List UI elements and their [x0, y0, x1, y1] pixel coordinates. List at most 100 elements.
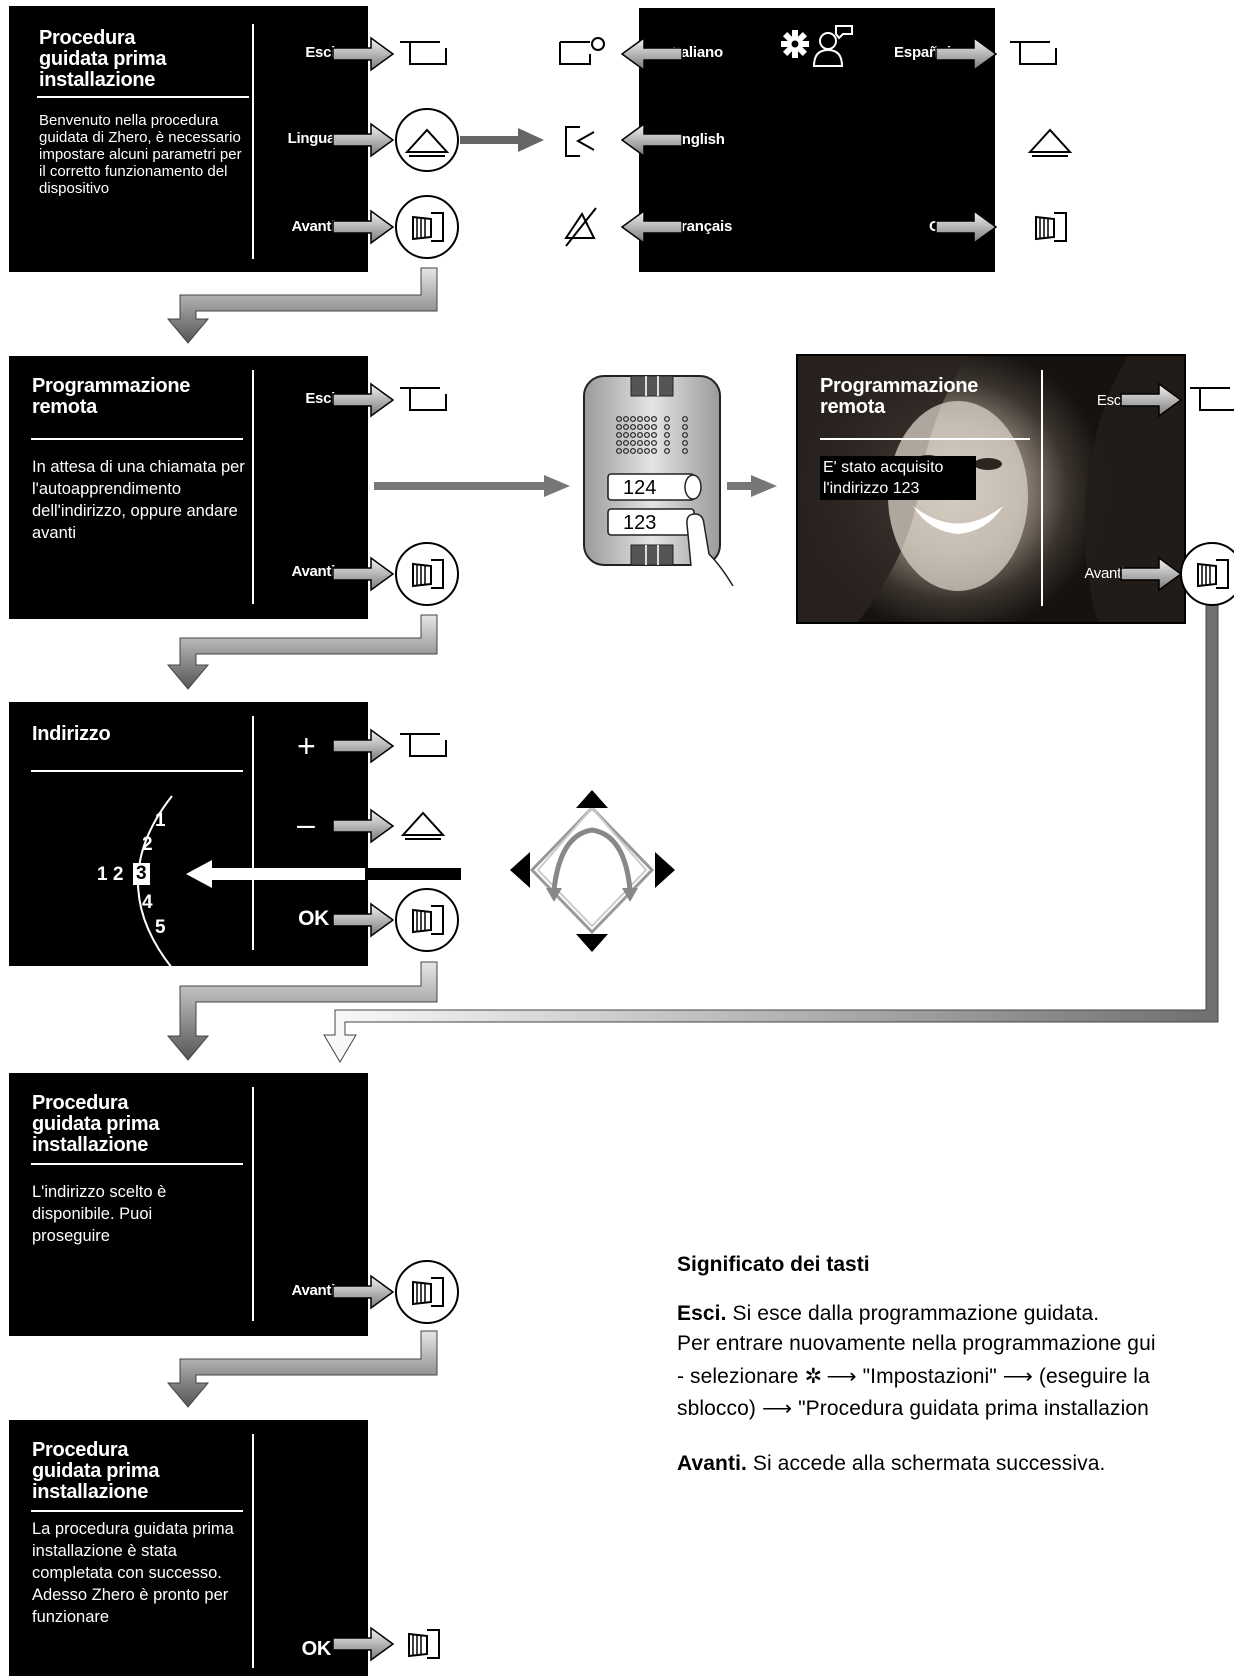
screen-address-acquired: Programmazione remota E' stato acquisito…	[796, 354, 1186, 624]
button-column-divider	[252, 1087, 254, 1321]
next-button-label[interactable]: Avanti	[291, 1282, 336, 1299]
exit-icon	[400, 733, 447, 757]
minus-button-label[interactable]: –	[297, 806, 315, 842]
door-open-icon	[412, 559, 444, 589]
screen-title: Procedura guidata prima installazione	[32, 1092, 160, 1156]
flow-arrow-right	[460, 128, 544, 152]
round-button	[395, 1260, 459, 1324]
ok-button-label[interactable]: OK	[301, 1638, 332, 1660]
wheel-value-5: 5	[155, 917, 166, 938]
screen-language-select: Italiano English Français Español OK	[639, 8, 995, 272]
wheel-value-2: 2	[142, 834, 153, 855]
arrow-right-icon: ⟶	[826, 1365, 857, 1388]
legend-step-unlock: sblocco) ⟶ "Procedura guidata prima inst…	[677, 1396, 1149, 1421]
language-button-label[interactable]: Lingua	[287, 130, 336, 147]
round-button	[395, 195, 459, 259]
screen-body: L'indirizzo scelto è disponibile. Puoi p…	[32, 1183, 167, 1245]
legend-exit-term: Esci.	[677, 1302, 727, 1325]
exit-icon	[1010, 41, 1057, 65]
screen-body: La procedura guidata prima installazione…	[32, 1520, 234, 1626]
door-open-icon	[412, 1277, 444, 1307]
language-english[interactable]: English	[672, 131, 725, 148]
exit-button-label[interactable]: Esci	[305, 390, 335, 407]
screen-body: Benvenuto nella procedura guidata di Zhe…	[39, 112, 242, 197]
language-espanol[interactable]: Español	[894, 44, 951, 61]
bell-mute-icon	[564, 207, 597, 247]
button-column-divider	[252, 24, 254, 259]
exit-icon	[400, 41, 447, 65]
legend-step-select: - selezionare ✲⟶ "Impostazioni" ⟶ (esegu…	[677, 1364, 1150, 1389]
button-column-divider	[252, 370, 254, 604]
button-column-divider	[252, 1434, 254, 1668]
finger-pointer-icon	[686, 513, 734, 586]
flow-arrow-down	[166, 614, 438, 690]
legend-perform-text: (eseguire la	[1032, 1365, 1150, 1388]
title-divider	[31, 438, 243, 440]
bell-icon	[1027, 128, 1073, 157]
round-button	[395, 108, 459, 172]
door-open-icon	[1197, 559, 1229, 589]
door-open-icon	[1035, 212, 1067, 242]
round-button	[1180, 542, 1234, 606]
legend-next: Avanti. Si accede alla schermata success…	[677, 1452, 1105, 1476]
next-button-label[interactable]: Avanti	[291, 218, 336, 235]
door-open-icon	[412, 905, 444, 935]
exit-icon	[400, 387, 447, 411]
screen-remote-programming: Programmazione remota In attesa di una c…	[9, 356, 368, 619]
round-button	[395, 888, 459, 952]
language-italiano[interactable]: Italiano	[672, 44, 723, 61]
exit-button-label[interactable]: Esci	[1096, 392, 1124, 409]
display-icon	[559, 37, 605, 65]
flow-arrow-right	[374, 475, 570, 497]
screen-welcome: Procedura guidata prima installazione Be…	[9, 6, 368, 272]
title-divider	[31, 770, 243, 772]
exit-icon	[1190, 387, 1234, 411]
round-button	[395, 542, 459, 606]
arrow-right-icon: ⟶	[761, 1397, 793, 1420]
flow-arrow-right	[727, 475, 777, 497]
legend-exit: Esci. Si esce dalla programmazione guida…	[677, 1302, 1099, 1326]
plus-button-label[interactable]: +	[297, 728, 316, 764]
screen-title: Programmazione remota	[32, 375, 191, 418]
screen-address: Indirizzo + – OK 1 2 1 2 3 4 5	[9, 702, 368, 969]
address-selected-digit: 3	[133, 863, 150, 885]
legend-next-desc: Si accede alla schermata successiva.	[746, 1452, 1106, 1475]
acquired-message: E' stato acquisito l'indirizzo 123	[820, 456, 976, 500]
door-entry-panel: 124 123	[583, 375, 734, 586]
legend-exit-desc: Si esce dalla programmazione guidata.	[726, 1302, 1100, 1325]
navigation-keypad-icon	[510, 790, 675, 952]
screen-completed: Procedura guidata prima installazione La…	[9, 1420, 368, 1676]
screen-title: Procedura guidata prima installazione	[32, 1439, 160, 1503]
legend-wizard-text: "Procedura guidata prima installazion	[792, 1397, 1149, 1420]
exit-button-label[interactable]: Esci	[305, 44, 335, 61]
back-icon	[565, 126, 595, 157]
flow-arrow-down	[166, 961, 438, 1061]
address-prefix: 1 2	[97, 864, 124, 885]
name-tag-bottom[interactable]: 123	[623, 512, 657, 534]
address-arrow-tail	[365, 868, 461, 880]
flow-arrow-down	[166, 267, 438, 344]
button-column-divider	[1041, 370, 1043, 606]
legend-title: Significato dei tasti	[677, 1253, 870, 1276]
title-divider	[31, 1510, 243, 1512]
door-open-icon	[408, 1629, 440, 1659]
settings-user-icon	[781, 25, 853, 67]
legend-settings-text: "Impostazioni"	[856, 1365, 1003, 1388]
flow-arrow-down	[166, 1330, 438, 1408]
screen-title: Indirizzo	[32, 723, 111, 745]
next-button-label[interactable]: Avanti	[1084, 565, 1124, 582]
ok-button-label[interactable]: OK	[298, 907, 329, 930]
title-divider	[31, 1163, 243, 1165]
door-open-icon	[412, 212, 444, 242]
bell-icon	[404, 128, 450, 157]
ok-button-label[interactable]: OK	[929, 218, 952, 235]
gear-icon: ✲	[804, 1365, 823, 1388]
screen-address-available: Procedura guidata prima installazione L'…	[9, 1073, 368, 1336]
arrow-right-icon: ⟶	[1002, 1365, 1033, 1388]
legend-select-text: - selezionare	[677, 1365, 805, 1388]
title-divider	[37, 96, 249, 98]
language-francais[interactable]: Français	[672, 218, 733, 235]
screen-body: In attesa di una chiamata per l'autoappr…	[32, 458, 245, 542]
legend-unlock-text: sblocco)	[677, 1397, 762, 1420]
next-button-label[interactable]: Avanti	[291, 563, 336, 580]
